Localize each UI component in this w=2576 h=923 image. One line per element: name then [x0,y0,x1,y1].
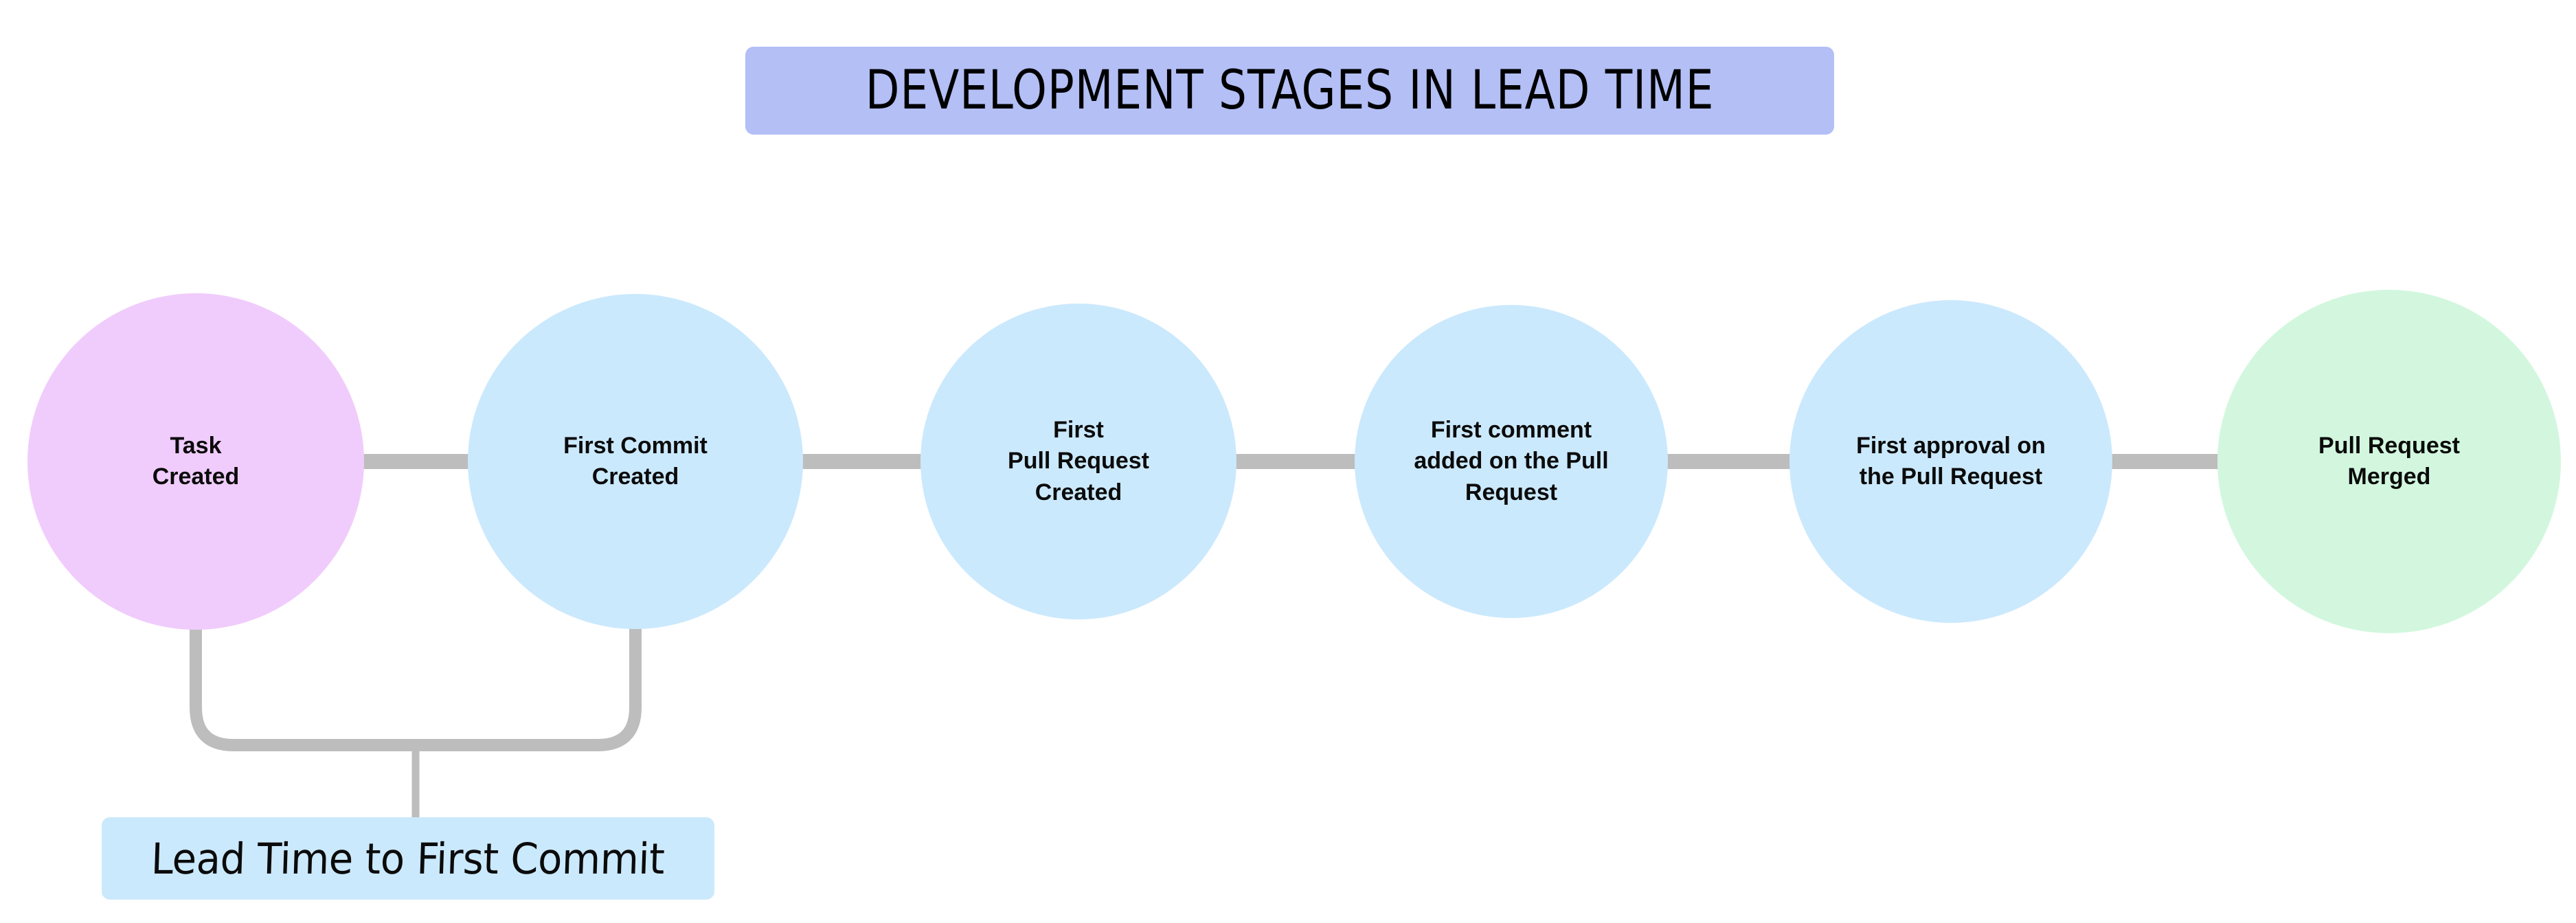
connector-first-approval-to-pr-merged [2110,454,2219,469]
connector-task-created-to-first-commit [363,454,473,469]
page-title: DEVELOPMENT STAGES IN LEAD TIME [865,60,1715,122]
connector-first-pr-to-first-comment [1235,454,1357,469]
stage-label-first-commit: First Commit Created [563,432,708,490]
stage-node-first-commit[interactable]: First Commit Created [468,294,803,629]
connector-first-comment-to-first-approval [1666,454,1792,469]
stage-label-first-comment: First comment added on the Pull Request [1414,417,1609,505]
stage-node-pull-request-merged[interactable]: Pull Request Merged [2217,290,2561,633]
stage-label-first-pull-request: First Pull Request Created [1008,417,1149,505]
lead-time-annotation-label: Lead Time to First Commit [150,833,666,884]
lead-time-annotation-box: Lead Time to First Commit [102,817,714,900]
stage-label-pull-request-merged: Pull Request Merged [2318,432,2460,490]
stage-node-first-approval[interactable]: First approval on the Pull Request [1789,300,2112,623]
stage-node-first-comment[interactable]: First comment added on the Pull Request [1355,305,1668,618]
connector-first-commit-to-first-pr [800,454,924,469]
stage-label-task-created: Task Created [152,432,240,490]
stage-node-task-created[interactable]: Task Created [27,293,364,630]
stage-node-first-pull-request[interactable]: First Pull Request Created [920,304,1236,619]
diagram-title-banner: DEVELOPMENT STAGES IN LEAD TIME [745,47,1834,135]
stage-label-first-approval: First approval on the Pull Request [1856,432,2046,490]
